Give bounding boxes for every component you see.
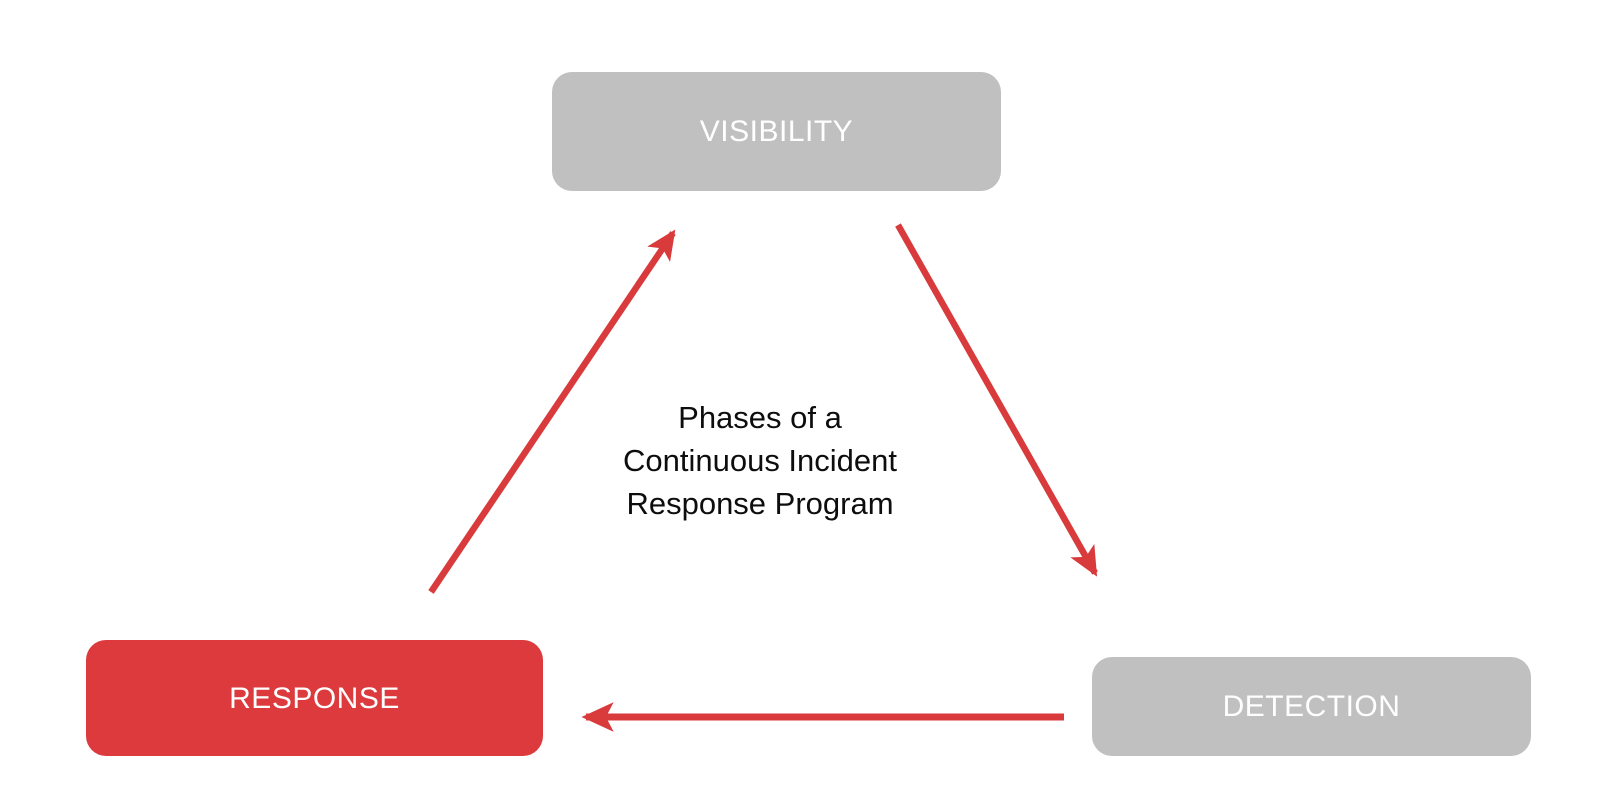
phase-node-visibility[interactable]: VISIBILITY <box>552 72 1001 191</box>
phase-node-response-label: RESPONSE <box>229 681 400 715</box>
diagram-center-caption: Phases of a Continuous Incident Response… <box>560 396 960 525</box>
caption-line-1: Phases of a <box>678 400 842 435</box>
phase-node-detection-label: DETECTION <box>1222 690 1401 723</box>
phase-node-visibility-label: VISIBILITY <box>699 115 854 148</box>
caption-line-3: Response Program <box>626 486 894 521</box>
phase-node-response[interactable]: RESPONSE <box>86 640 543 756</box>
phase-node-detection[interactable]: DETECTION <box>1092 657 1531 756</box>
caption-line-2: Continuous Incident <box>622 443 898 478</box>
